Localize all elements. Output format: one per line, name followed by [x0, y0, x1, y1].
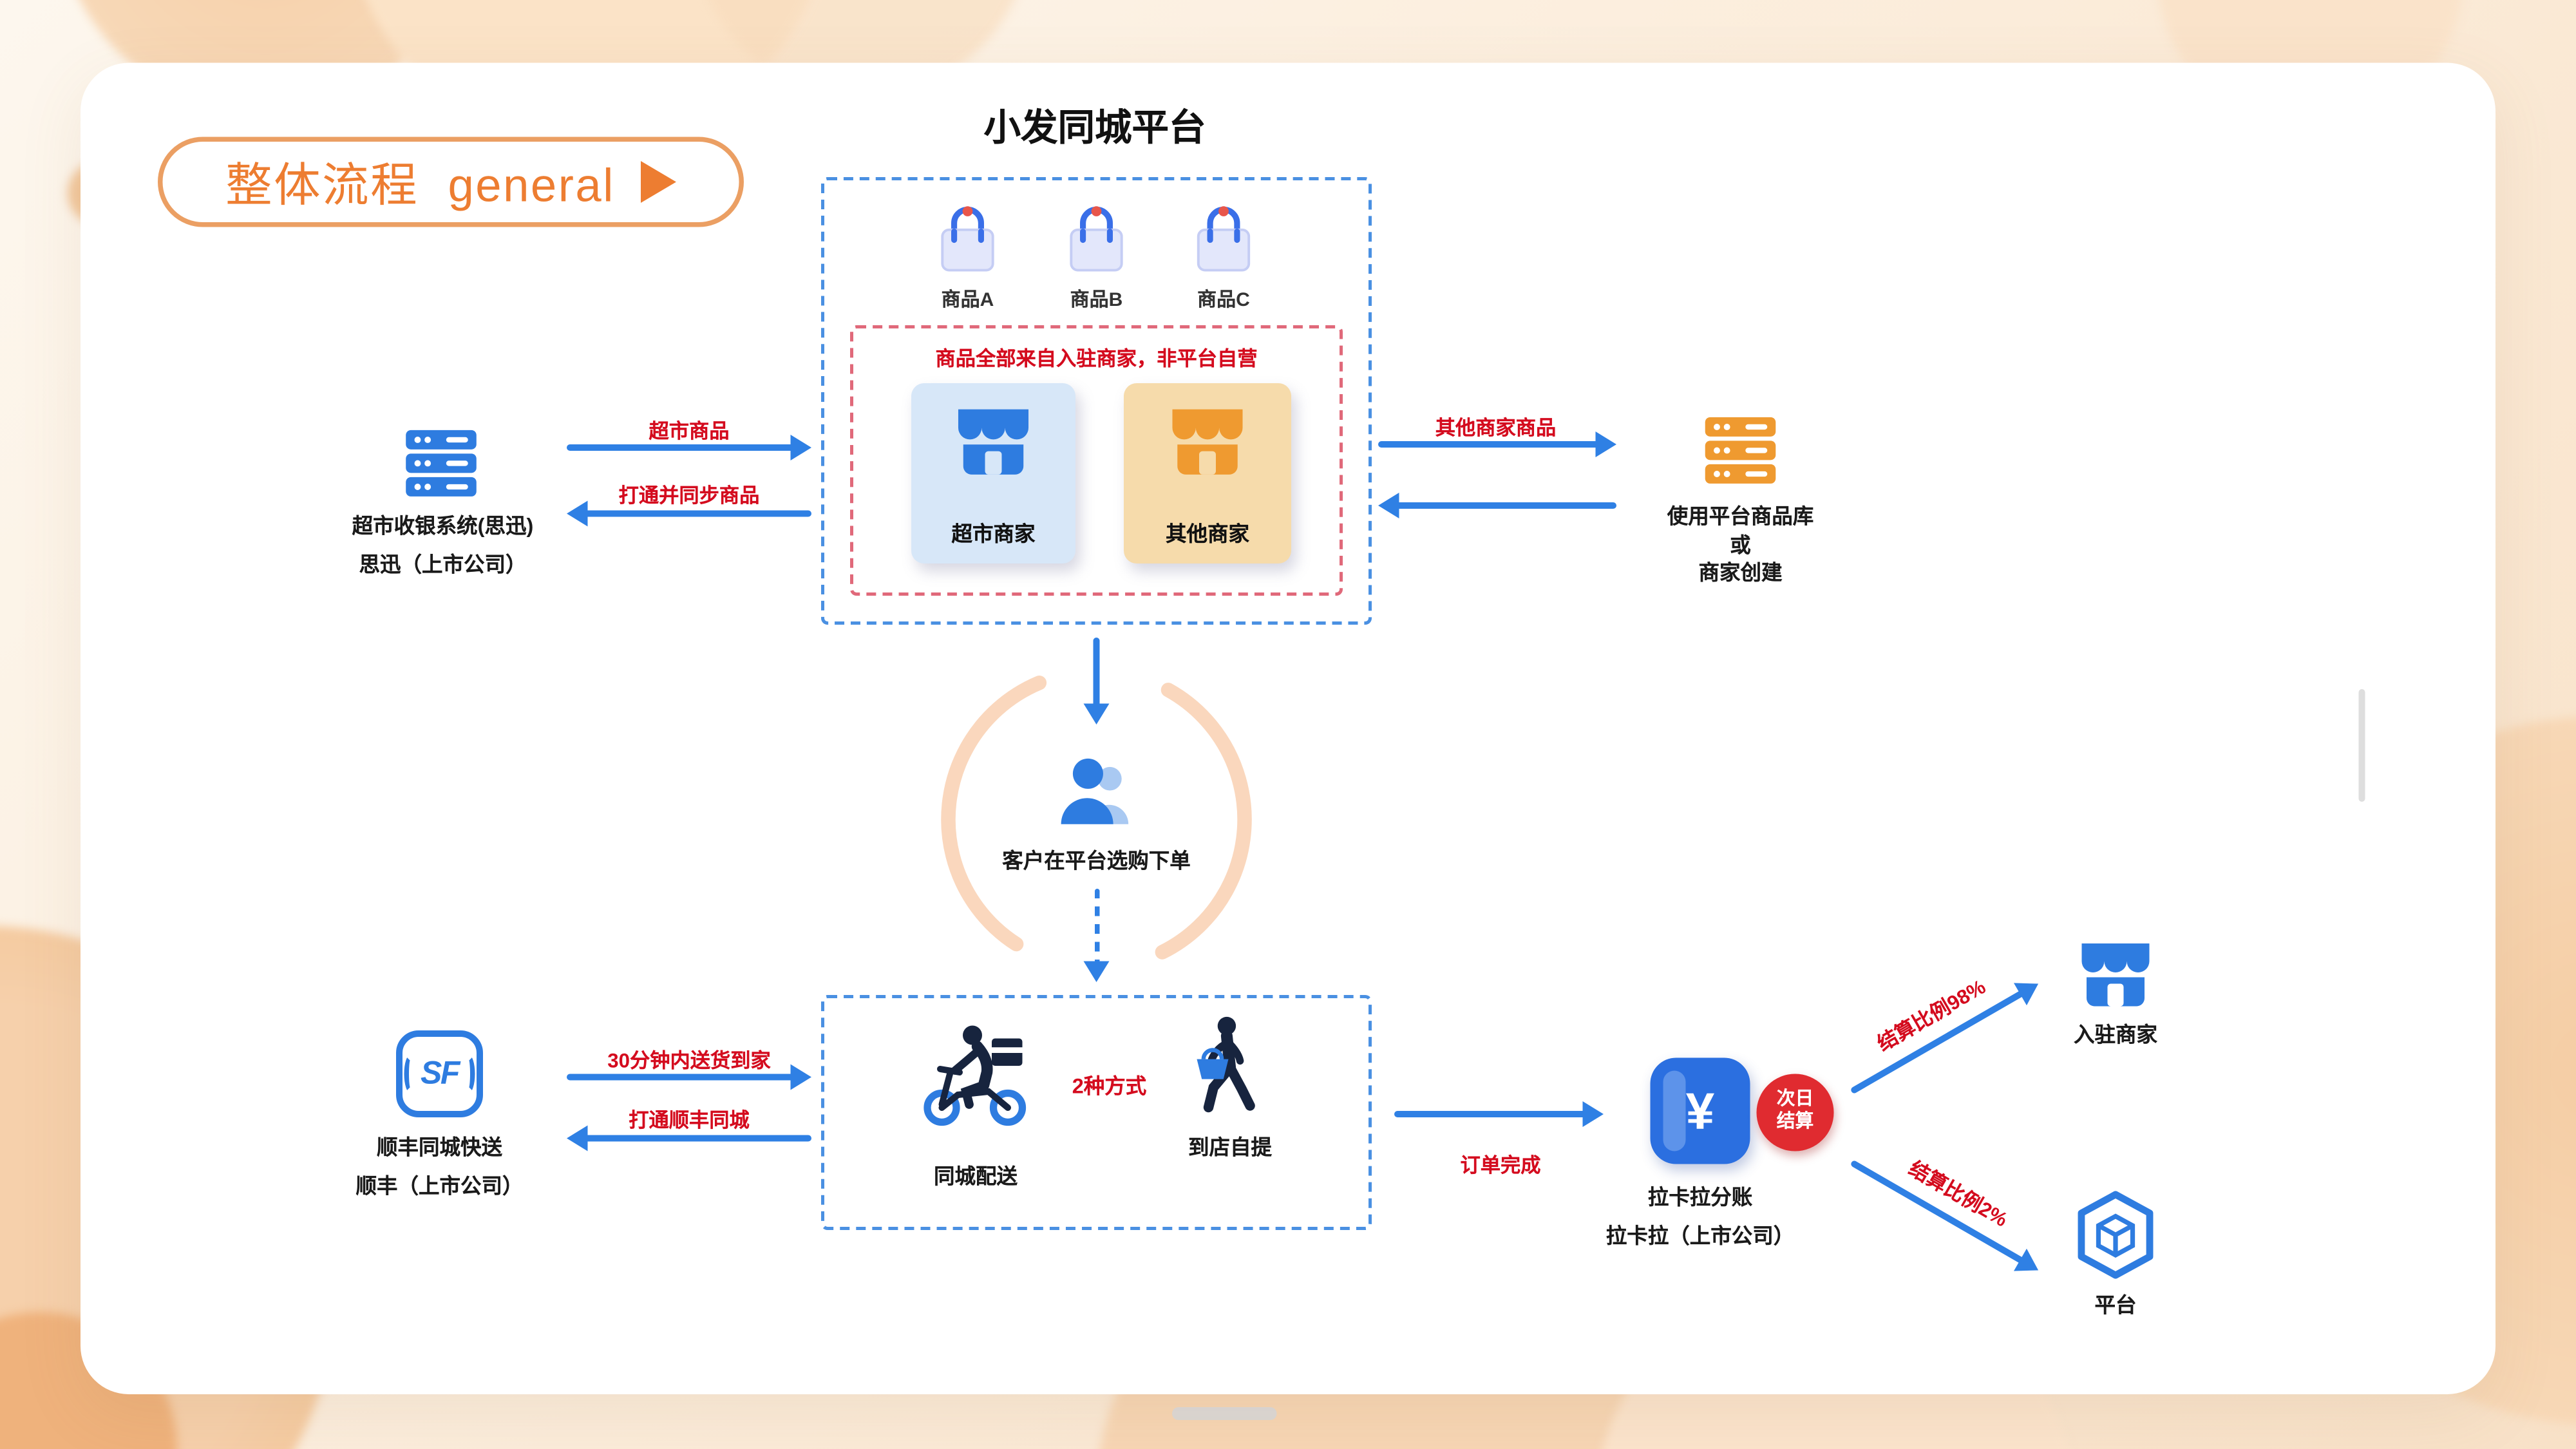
settlement-badge-line1: 次日: [1776, 1090, 1814, 1110]
product-label: 商品B: [1070, 288, 1123, 311]
platform-hexagon-icon: [2078, 1191, 2154, 1279]
sf-logo-left-arc: [404, 1054, 417, 1094]
merchant-boundary-box: [850, 325, 1343, 596]
customer-icon: [1061, 758, 1129, 824]
merchant-source-line2: 或: [1730, 533, 1751, 558]
wallet-icon: ¥: [1650, 1057, 1750, 1164]
flow-label: 30分钟内送货到家: [607, 1050, 771, 1072]
pickup-label: 到店自提: [1188, 1135, 1272, 1160]
sf-name: 顺丰同城快送: [376, 1135, 502, 1160]
merchant-source-line1: 使用平台商品库: [1667, 504, 1814, 529]
shopping-bag-icon: [1070, 206, 1123, 272]
flow-arrow-right: [567, 1064, 811, 1090]
storefront-icon: [958, 409, 1029, 475]
order-complete-label: 订单完成: [1460, 1154, 1541, 1177]
flow-arrow-left: [567, 500, 811, 527]
shopping-bag-icon: [941, 206, 994, 272]
flow-arrow-right: [1378, 431, 1616, 457]
delivery-scooter-icon: [923, 1025, 1027, 1126]
merchant-label: 其他商家: [1165, 522, 1249, 546]
settlement-badge: 次日 结算: [1756, 1074, 1834, 1151]
wallet-flap: [1663, 1070, 1686, 1151]
methods-label: 2种方式: [1072, 1074, 1147, 1099]
sf-express-logo: SF: [396, 1030, 483, 1117]
flow-arrow-down-dashed: [1083, 889, 1110, 982]
server-stack-icon: [406, 430, 477, 497]
flow-label: 其他商家商品: [1435, 417, 1557, 440]
pos-system-company: 思迅（上市公司）: [359, 552, 527, 577]
sf-logo-text: SF: [421, 1055, 460, 1091]
storefront-icon: [2081, 943, 2150, 1007]
yuan-symbol: ¥: [1685, 1081, 1715, 1139]
section-badge-label: 整体流程 general: [225, 161, 615, 213]
platform-boundary-box: [821, 177, 1372, 625]
supermarket-merchant-card: 超市商家: [911, 383, 1075, 564]
product-label: 商品C: [1197, 288, 1250, 311]
fulfillment-boundary-box: [821, 995, 1372, 1230]
server-stack-icon: [1705, 417, 1776, 484]
merchant-source-line3: 商家创建: [1698, 560, 1783, 585]
flow-arrow-right: [567, 435, 811, 460]
slide-canvas: [80, 62, 2496, 1394]
platform-label: 平台: [2094, 1293, 2137, 1318]
flow-label: 打通并同步商品: [618, 484, 760, 507]
sf-company: 顺丰（上市公司）: [355, 1173, 524, 1198]
pickup-walker-icon: [1197, 1016, 1255, 1113]
customer-label: 客户在平台选购下单: [1002, 848, 1191, 873]
settled-merchant-label: 入驻商家: [2073, 1022, 2157, 1047]
merchant-label: 超市商家: [951, 522, 1036, 546]
delivery-label: 同城配送: [933, 1164, 1018, 1189]
shopping-bag-icon: [1197, 206, 1251, 272]
storefront-icon: [1172, 409, 1243, 475]
order-complete-arrow: [1394, 1101, 1604, 1127]
platform-title: 小发同城平台: [983, 106, 1206, 148]
flow-arrow-left: [567, 1125, 811, 1151]
lakala-name: 拉卡拉分账: [1647, 1185, 1753, 1209]
bottom-bar-artifact: [1172, 1407, 1277, 1420]
flow-label: 打通顺丰同城: [629, 1109, 750, 1132]
flow-label: 超市商品: [649, 420, 730, 443]
customer-ring: [941, 664, 1252, 975]
pos-system-name: 超市收银系统(思迅): [352, 513, 534, 538]
flow-arrow-down: [1083, 638, 1110, 724]
product-label: 商品A: [941, 288, 994, 311]
settlement-badge-line2: 结算: [1776, 1112, 1814, 1132]
other-merchant-card: 其他商家: [1124, 383, 1291, 564]
play-triangle-icon: [640, 161, 676, 203]
flow-arrow-left: [1378, 493, 1616, 518]
sf-logo-right-arc: [462, 1054, 475, 1094]
scrollbar-thumb[interactable]: [2358, 689, 2365, 802]
lakala-company: 拉卡拉（上市公司）: [1605, 1224, 1795, 1248]
merchant-note: 商品全部来自入驻商家，非平台自营: [935, 348, 1258, 370]
section-badge: 整体流程 general: [158, 137, 744, 227]
